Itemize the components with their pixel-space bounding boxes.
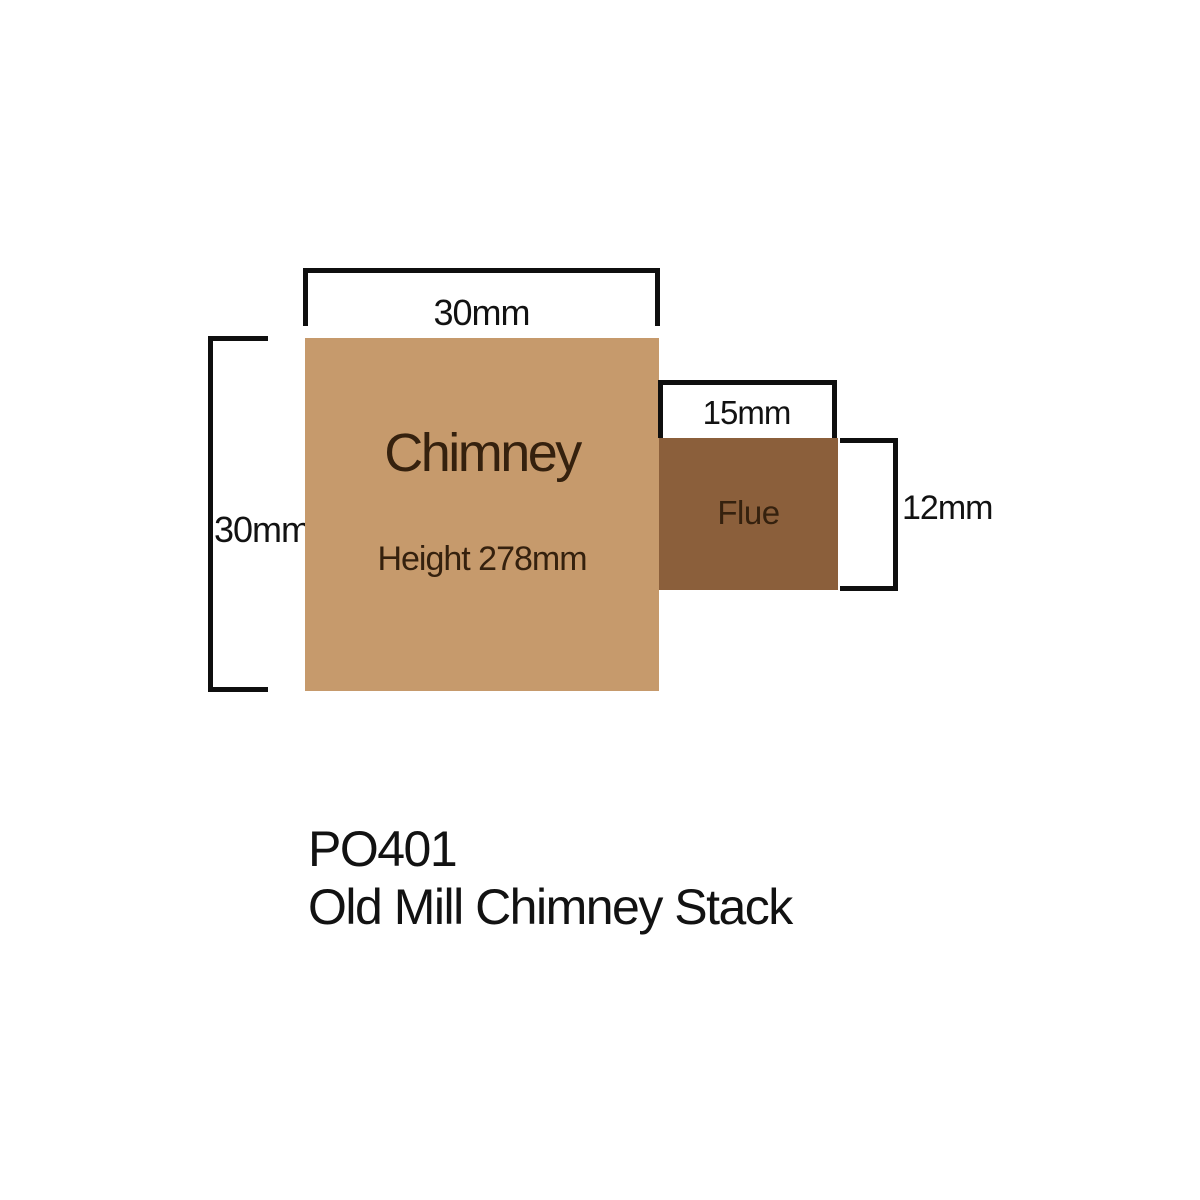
chimney-width-bracket (303, 268, 660, 326)
chimney-height-note: Height 278mm (377, 540, 587, 578)
chimney-label: Chimney (384, 423, 582, 483)
flue-height-dimension-label: 12mm (902, 489, 993, 527)
product-caption: PO401 Old Mill Chimney Stack (308, 820, 793, 936)
flue-height-bracket (840, 438, 898, 591)
chimney-rect: Chimney Height 278mm (305, 338, 659, 691)
flue-width-dimension-label: 15mm (702, 394, 792, 431)
flue-width-bracket (658, 380, 837, 438)
flue-label: Flue (717, 494, 780, 531)
product-name: Old Mill Chimney Stack (308, 879, 793, 935)
product-code: PO401 (308, 821, 458, 877)
flue-rect: Flue (659, 438, 838, 590)
chimney-height-dimension-label: 30mm (214, 509, 311, 550)
chimney-height-bracket (208, 336, 268, 692)
chimney-width-dimension-label: 30mm (433, 292, 530, 333)
